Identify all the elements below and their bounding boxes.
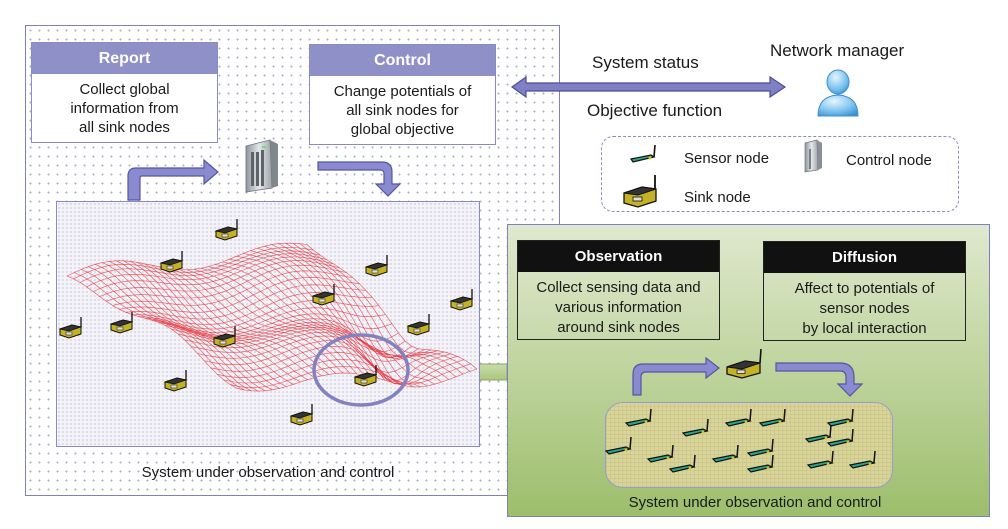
- control-line: Change potentials of: [333, 83, 472, 100]
- left-panel-caption: System under observation and control: [141, 464, 395, 481]
- sensor-node-icon: [804, 424, 832, 443]
- sensor-node-icon: [848, 450, 876, 469]
- observation-title: Observation: [518, 241, 719, 272]
- sink-node-icon: [353, 365, 378, 387]
- observation-line: various information: [555, 299, 682, 316]
- sink-node-icon: [163, 370, 188, 392]
- observation-box: Observation Collect sensing data and var…: [517, 240, 720, 340]
- sink-node-icon: [623, 175, 657, 208]
- sensor-node-icon: [711, 444, 739, 463]
- report-line: Collect global: [79, 81, 170, 98]
- control-line: global objective: [350, 121, 455, 138]
- sink-node-icon: [449, 289, 474, 311]
- control-title: Control: [310, 45, 495, 76]
- potential-mesh: [58, 219, 478, 426]
- right-panel-caption: System under observation and control: [628, 494, 882, 511]
- network-manager-label: Network manager: [770, 41, 905, 60]
- observation-line: around sink nodes: [557, 319, 680, 336]
- diffusion-line: by local interaction: [802, 320, 927, 337]
- legend-label-control: Control node: [846, 152, 932, 169]
- focus-circle: [312, 333, 410, 407]
- observation-line: Collect sensing data and: [536, 279, 701, 296]
- sink-node-icon: [311, 284, 336, 306]
- sink-node-icon: [58, 317, 83, 339]
- sensor-node-icon: [646, 444, 674, 463]
- report-flow-arrow: [127, 158, 219, 201]
- control-flow-arrow: [317, 161, 402, 197]
- sensor-node-icon: [758, 408, 786, 427]
- sink-node-icon: [214, 219, 239, 241]
- user-icon[interactable]: [817, 69, 859, 117]
- legend: Sensor node Control node Sink node: [601, 136, 959, 212]
- sensor-node-icon: [826, 428, 854, 447]
- report-line: information from: [70, 100, 179, 117]
- sensor-node-icon: [826, 408, 854, 427]
- diffusion-flow-arrow: [775, 362, 864, 397]
- sensor-node-icon: [624, 408, 652, 427]
- system-status-double-arrow[interactable]: [510, 75, 787, 99]
- sink-node-icon: [109, 312, 134, 334]
- sink-node-icon: [159, 251, 184, 273]
- sink-node-icon: [406, 314, 431, 336]
- sensor-node-icon: [746, 438, 774, 457]
- objective-function-label: Objective function: [587, 101, 723, 120]
- sensor-node-icon: [724, 408, 752, 427]
- control-line: all sink nodes for: [346, 102, 459, 119]
- legend-label-sensor: Sensor node: [684, 150, 770, 167]
- control-node-server-icon: [245, 139, 278, 193]
- sensor-node-icon: [630, 144, 656, 163]
- diffusion-line: Affect to potentials of: [794, 280, 935, 297]
- diffusion-box: Diffusion Affect to potentials of sensor…: [763, 241, 966, 341]
- sink-node-icon: [289, 404, 314, 426]
- control-node-icon: [804, 139, 822, 173]
- report-box: Report Collect global information from a…: [31, 42, 218, 143]
- sink-node-icon: [364, 255, 389, 277]
- sink-node-icon: [726, 348, 762, 379]
- report-title: Report: [32, 43, 217, 74]
- sensor-node-icon: [604, 436, 632, 455]
- sink-node-icon: [212, 326, 237, 348]
- sensor-node-icon: [746, 454, 774, 473]
- control-box: Control Change potentials of all sink no…: [309, 44, 496, 145]
- system-status-label: System status: [592, 53, 699, 72]
- sensor-node-icon: [668, 454, 696, 473]
- report-line: all sink nodes: [79, 119, 170, 136]
- diffusion-line: sensor nodes: [819, 300, 910, 317]
- sensor-node-icon: [806, 450, 834, 469]
- diffusion-title: Diffusion: [764, 242, 965, 273]
- sensor-field: [604, 402, 893, 488]
- sensor-node-icon: [681, 418, 709, 437]
- potential-surface-panel: [56, 201, 480, 447]
- legend-label-sink: Sink node: [684, 189, 751, 206]
- observation-flow-arrow: [632, 356, 720, 396]
